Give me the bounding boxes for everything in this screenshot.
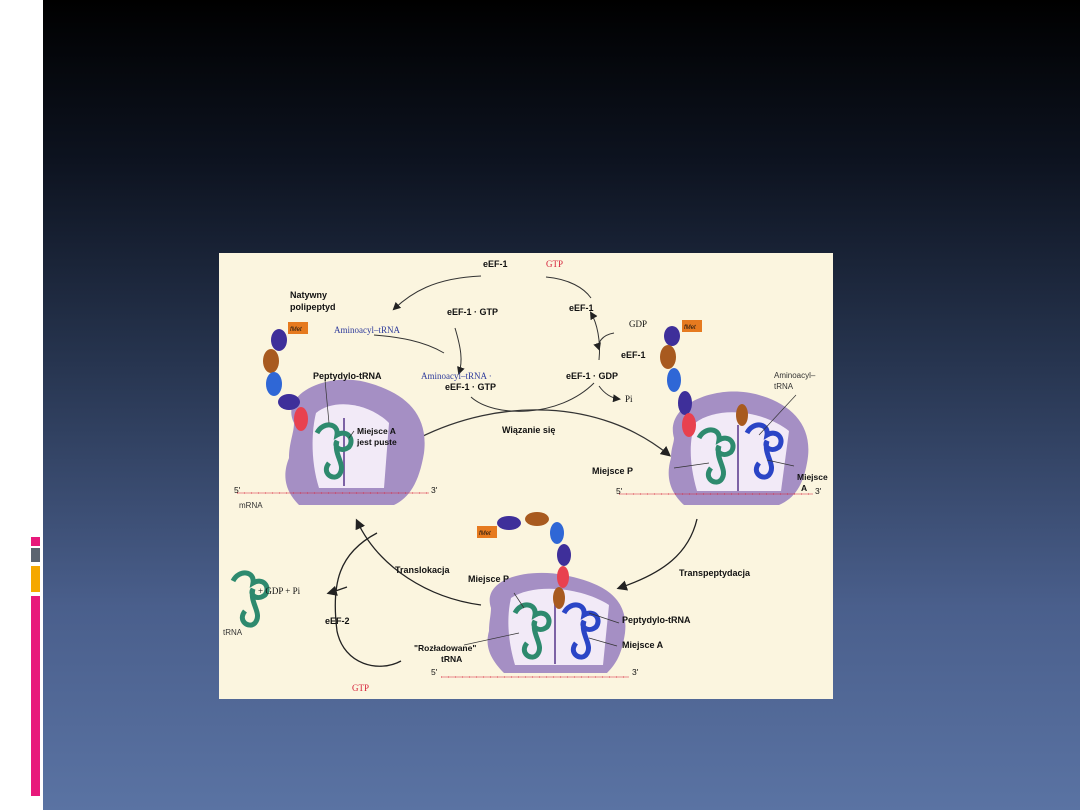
label-trna: tRNA bbox=[223, 628, 243, 637]
label-eef1-gdp: eEF-1 · GDP bbox=[566, 371, 618, 381]
label-five-left: 5' bbox=[234, 485, 241, 495]
decorative-vertical-lines bbox=[24, 76, 43, 126]
label-aminoacyl-r1: Aminoacyl– bbox=[774, 371, 816, 380]
label-peptydylo-trna-bottom: Peptydylo-tRNA bbox=[622, 615, 691, 625]
polypeptide-right bbox=[660, 320, 702, 437]
leader-lines bbox=[324, 379, 797, 647]
label-peptydylo-trna-left: Peptydylo-tRNA bbox=[313, 371, 382, 381]
label-wiazanie: Wiązanie się bbox=[502, 425, 555, 435]
label-aminoacyl-r2: tRNA bbox=[774, 382, 794, 391]
label-three-right: 3' bbox=[815, 486, 822, 496]
label-three-bottom: 3' bbox=[632, 667, 639, 677]
label-gtp-bottom: GTP bbox=[352, 683, 369, 693]
polypeptide-bottom bbox=[477, 512, 571, 609]
label-miejsce-a-right-1: Miejsce bbox=[797, 472, 828, 482]
label-eef1-top: eEF-1 bbox=[483, 259, 508, 269]
label-five-bottom: 5' bbox=[431, 667, 438, 677]
cycle-arrows bbox=[326, 518, 698, 667]
ribosome-bottom bbox=[441, 572, 629, 678]
label-gdp-pi: + GDP + Pi bbox=[258, 586, 301, 596]
eef1-cycle bbox=[373, 275, 672, 457]
translation-elongation-diagram: eEF-1 GTP eEF-1 · GTP eEF-1 GDP eEF-1 Am… bbox=[219, 253, 833, 699]
label-three-left: 3' bbox=[431, 485, 438, 495]
ribosome-right bbox=[619, 391, 813, 505]
label-eef2: eEF-2 bbox=[325, 616, 350, 626]
label-miejsce-a-puste-1: Miejsce A bbox=[357, 426, 396, 436]
label-eef1-gtp-center: eEF-1 · GTP bbox=[445, 382, 496, 392]
accent-mark-pink bbox=[31, 537, 40, 546]
accent-mark-pink-long bbox=[31, 596, 40, 796]
accent-mark-orange bbox=[31, 566, 40, 592]
ribosome-left bbox=[237, 379, 429, 505]
label-eef1-right: eEF-1 bbox=[569, 303, 594, 313]
label-mrna: mRNA bbox=[239, 501, 263, 510]
label-miejsce-p-right: Miejsce P bbox=[592, 466, 633, 476]
label-eef1-right2: eEF-1 bbox=[621, 350, 646, 360]
label-miejsce-p-bottom: Miejsce P bbox=[468, 574, 509, 584]
label-five-right: 5' bbox=[616, 486, 623, 496]
free-trna bbox=[230, 570, 270, 628]
label-rozladowane-2: tRNA bbox=[441, 654, 462, 664]
label-miejsce-a-right-2: A bbox=[801, 483, 807, 493]
label-natywny: Natywny bbox=[290, 290, 327, 300]
label-transpeptydacja: Transpeptydacja bbox=[679, 568, 751, 578]
label-rozladowane-1: "Rozładowane" bbox=[414, 643, 476, 653]
label-fmet-bottom: fMet bbox=[479, 531, 491, 537]
polypeptide-left bbox=[263, 322, 308, 431]
label-miejsce-a-puste-2: jest puste bbox=[356, 437, 397, 447]
accent-mark-gray bbox=[31, 548, 40, 562]
label-eef1-gtp-left: eEF-1 · GTP bbox=[447, 307, 498, 317]
label-gdp: GDP bbox=[629, 319, 647, 329]
label-polipeptyd: polipeptyd bbox=[290, 302, 336, 312]
label-fmet-right: fMet bbox=[684, 325, 696, 331]
label-aminoacyl-trna-center: Aminoacyl–tRNA · bbox=[421, 371, 492, 381]
label-translokacja: Translokacja bbox=[395, 565, 451, 575]
label-gtp-top: GTP bbox=[546, 259, 563, 269]
label-pi: Pi bbox=[625, 394, 633, 404]
label-fmet-left: fMet bbox=[290, 327, 302, 333]
label-miejsce-a-bottom: Miejsce A bbox=[622, 640, 664, 650]
label-aminoacyl-trna-left: Aminoacyl–tRNA bbox=[334, 325, 400, 335]
